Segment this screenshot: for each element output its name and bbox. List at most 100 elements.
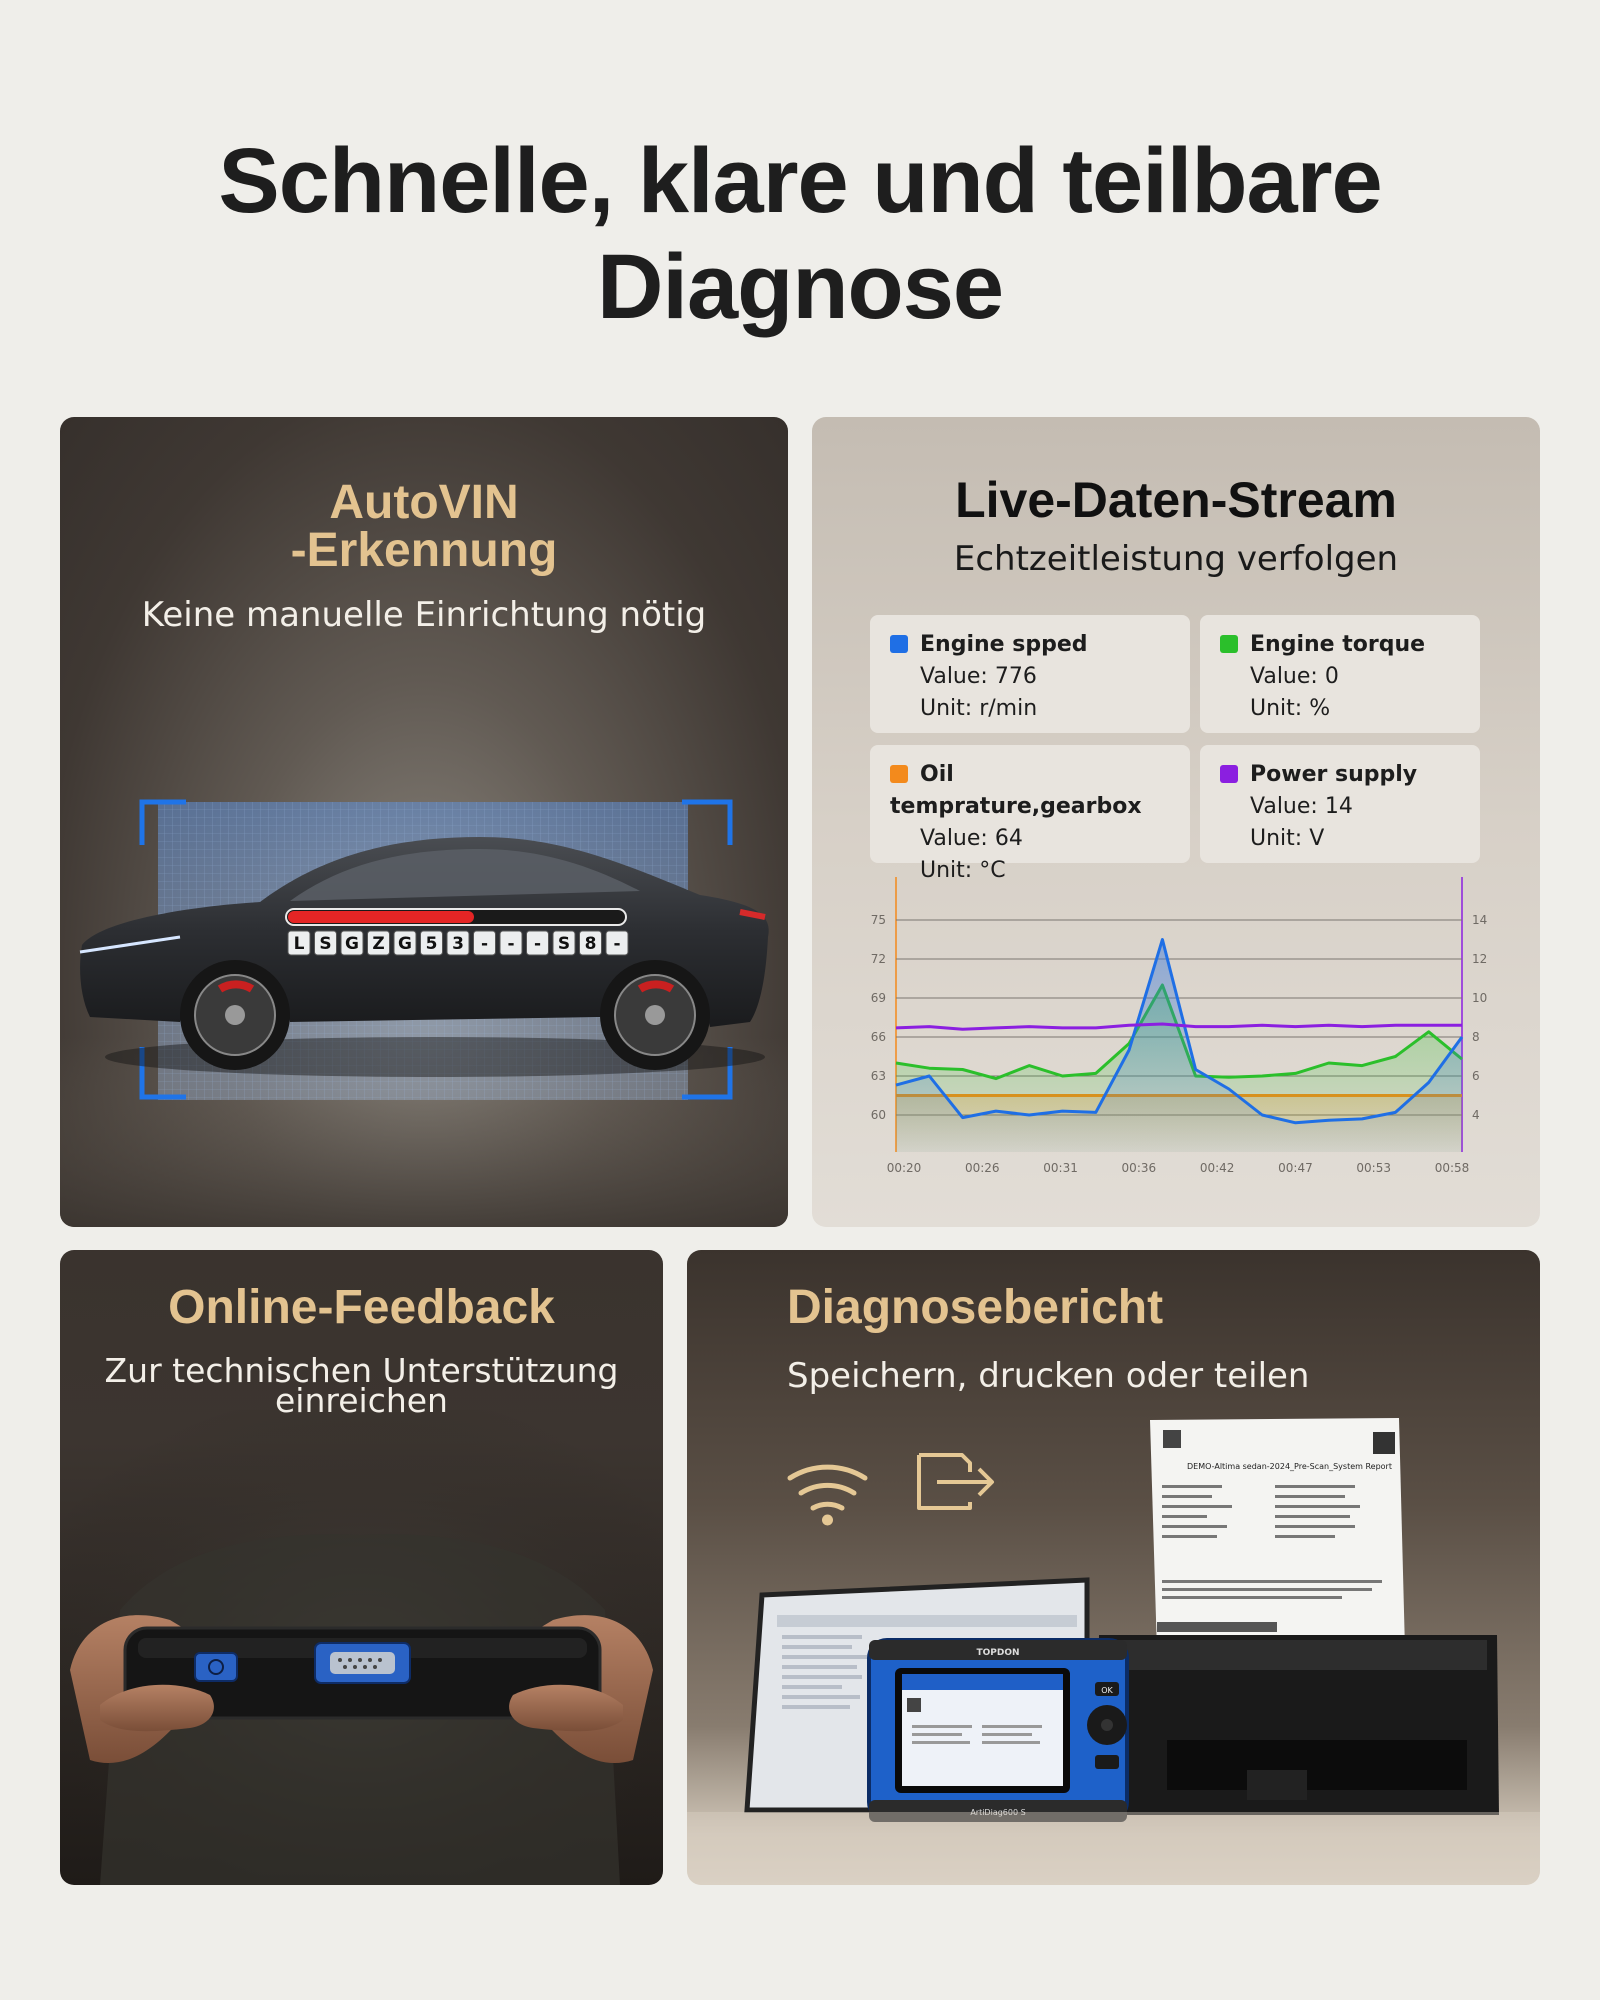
x-tick-label: 00:47 [1278, 1161, 1313, 1175]
scan-frame-corner-tr [682, 799, 733, 845]
swatch-green [1220, 635, 1238, 653]
diagnosis-report-subtitle: Speichern, drucken oder teilen [787, 1356, 1310, 1396]
live-data-subtitle: Echtzeitleistung verfolgen [953, 539, 1399, 579]
right-tick-label: 12 [1472, 952, 1487, 966]
param-value: Value: 14 [1250, 794, 1353, 819]
vin-char: 3 [452, 934, 464, 954]
car-wheel-rear [600, 960, 710, 1070]
vin-char: 8 [585, 934, 597, 954]
series-line [895, 938, 1464, 1125]
left-tick-label: 60 [871, 1108, 886, 1122]
x-tick-label: 00:26 [965, 1161, 1000, 1175]
vin-char-tile [579, 930, 602, 956]
vin-char-tile [420, 930, 443, 956]
online-feedback-title: Online-Feedback [168, 1281, 555, 1334]
vin-char: Z [372, 934, 384, 954]
vin-char-tile [499, 930, 523, 956]
diagnosis-report-panel: Diagnosebericht Speichern, drucken oder … [687, 1250, 1540, 1885]
param-name: Oil temprature,gearbox [890, 762, 1142, 819]
x-tick-label: 00:42 [1200, 1161, 1235, 1175]
report-devices-illustration: DEMO-Altima sedan-2024_Pre-Scan_System R… [687, 1418, 1540, 1885]
series-line [895, 1022, 1462, 1031]
autovin-title: AutoVIN -Erkennung [60, 479, 788, 575]
online-feedback-subtitle: Zur technischen Unterstützung einreichen [60, 1351, 663, 1420]
left-tick-label: 66 [871, 1030, 886, 1044]
live-data-panel: Live-Daten-Stream Echtzeitleistung verfo… [812, 417, 1540, 1227]
printer [1097, 1635, 1499, 1815]
vin-char-tile [473, 930, 496, 956]
vin-char: - [481, 934, 488, 954]
power-button [194, 1652, 238, 1682]
vin-char: - [613, 934, 620, 954]
live-data-chart: 75 14 72 12 69 10 66 8 63 6 60 4 00:20 00:26 00:31 00:3… [871, 877, 1487, 1175]
diagnostic-tablet: TOPDON OK ArtiDiag600 S [867, 1638, 1129, 1822]
param-value: Value: 64 [920, 826, 1023, 851]
live-data-title: Live-Daten-Stream [955, 472, 1397, 528]
scan-frame-corner-br [682, 1047, 733, 1100]
vin-char-tile [314, 930, 337, 956]
printed-report: DEMO-Altima sedan-2024_Pre-Scan_System R… [1150, 1418, 1405, 1652]
swatch-purple [1220, 765, 1238, 783]
autovin-subtitle: Keine manuelle Einrichtung nötig [141, 595, 707, 635]
param-unit: Unit: % [1250, 696, 1331, 721]
left-tick-label: 63 [871, 1069, 886, 1083]
device-brand: TOPDON [976, 1648, 1019, 1658]
vin-char-tile [446, 930, 470, 956]
vin-char-tile [340, 930, 364, 956]
feedback-subtitle-line-1: Zur technischen Unterstützung [104, 1351, 619, 1390]
autovin-title-line-1: AutoVIN [329, 476, 519, 529]
headline-line-1: Schnelle, klare und teilbare [218, 130, 1382, 232]
swatch-blue [890, 635, 908, 653]
export-icon [917, 1453, 994, 1510]
vin-char-tile [367, 930, 390, 956]
param-value: Value: 0 [1250, 664, 1339, 689]
left-tick-label: 69 [871, 991, 886, 1005]
handheld-device-illustration [60, 1410, 663, 1885]
feedback-subtitle-line-2: einreichen [275, 1381, 448, 1420]
vin-char: G [398, 934, 412, 954]
vin-char: G [345, 934, 359, 954]
param-unit: Unit: r/min [920, 696, 1038, 721]
vin-char: - [534, 934, 541, 954]
param-card-engine-torque: Engine torque Value: 0 Unit: % [1200, 615, 1480, 733]
power-icon [208, 1659, 224, 1675]
autovin-panel: AutoVIN -Erkennung Keine manuelle Einric… [60, 417, 788, 1227]
vin-char: 5 [426, 934, 438, 954]
vin-char: - [507, 934, 514, 954]
vin-scan-progress-fill [288, 911, 474, 923]
vin-char: S [558, 934, 570, 954]
car-window [290, 849, 640, 901]
vin-char: S [319, 934, 331, 954]
right-tick-label: 8 [1472, 1030, 1480, 1044]
vin-char-tile [526, 930, 549, 956]
x-tick-label: 00:36 [1122, 1161, 1157, 1175]
param-card-oil-temperature: Oil temprature,gearbox Value: 64 Unit: °… [870, 745, 1190, 883]
vin-char-tile [393, 930, 417, 956]
x-tick-label: 00:31 [1043, 1161, 1078, 1175]
vin-char: L [294, 934, 305, 954]
left-tick-label: 75 [871, 913, 886, 927]
right-tick-label: 14 [1472, 913, 1487, 927]
right-tick-label: 4 [1472, 1108, 1480, 1122]
right-tick-label: 6 [1472, 1069, 1480, 1083]
x-tick-label: 00:53 [1356, 1161, 1391, 1175]
right-tick-label: 10 [1472, 991, 1487, 1005]
x-tick-label: 00:58 [1435, 1161, 1470, 1175]
left-tick-label: 72 [871, 952, 886, 966]
report-doc-title: DEMO-Altima sedan-2024_Pre-Scan_System R… [1187, 1462, 1392, 1471]
param-name: Engine spped [890, 629, 1190, 661]
param-name: Engine torque [1220, 629, 1480, 661]
param-unit: Unit: V [1250, 826, 1325, 851]
param-name: Power supply [1220, 759, 1480, 791]
vin-char-tile [605, 930, 629, 956]
x-tick-label: 00:20 [887, 1161, 922, 1175]
online-feedback-panel: Online-Feedback Zur technischen Unterstü… [60, 1250, 663, 1885]
tablet-ok-button [1095, 1682, 1119, 1696]
tablet-back-button [1095, 1755, 1119, 1769]
vin-char-tile [552, 930, 576, 956]
page-headline: Schnelle, klare und teilbare Diagnose [0, 128, 1600, 340]
diagnosis-report-title: Diagnosebericht [787, 1281, 1164, 1334]
device-model: ArtiDiag600 S [970, 1808, 1025, 1817]
param-value: Value: 776 [920, 664, 1037, 689]
